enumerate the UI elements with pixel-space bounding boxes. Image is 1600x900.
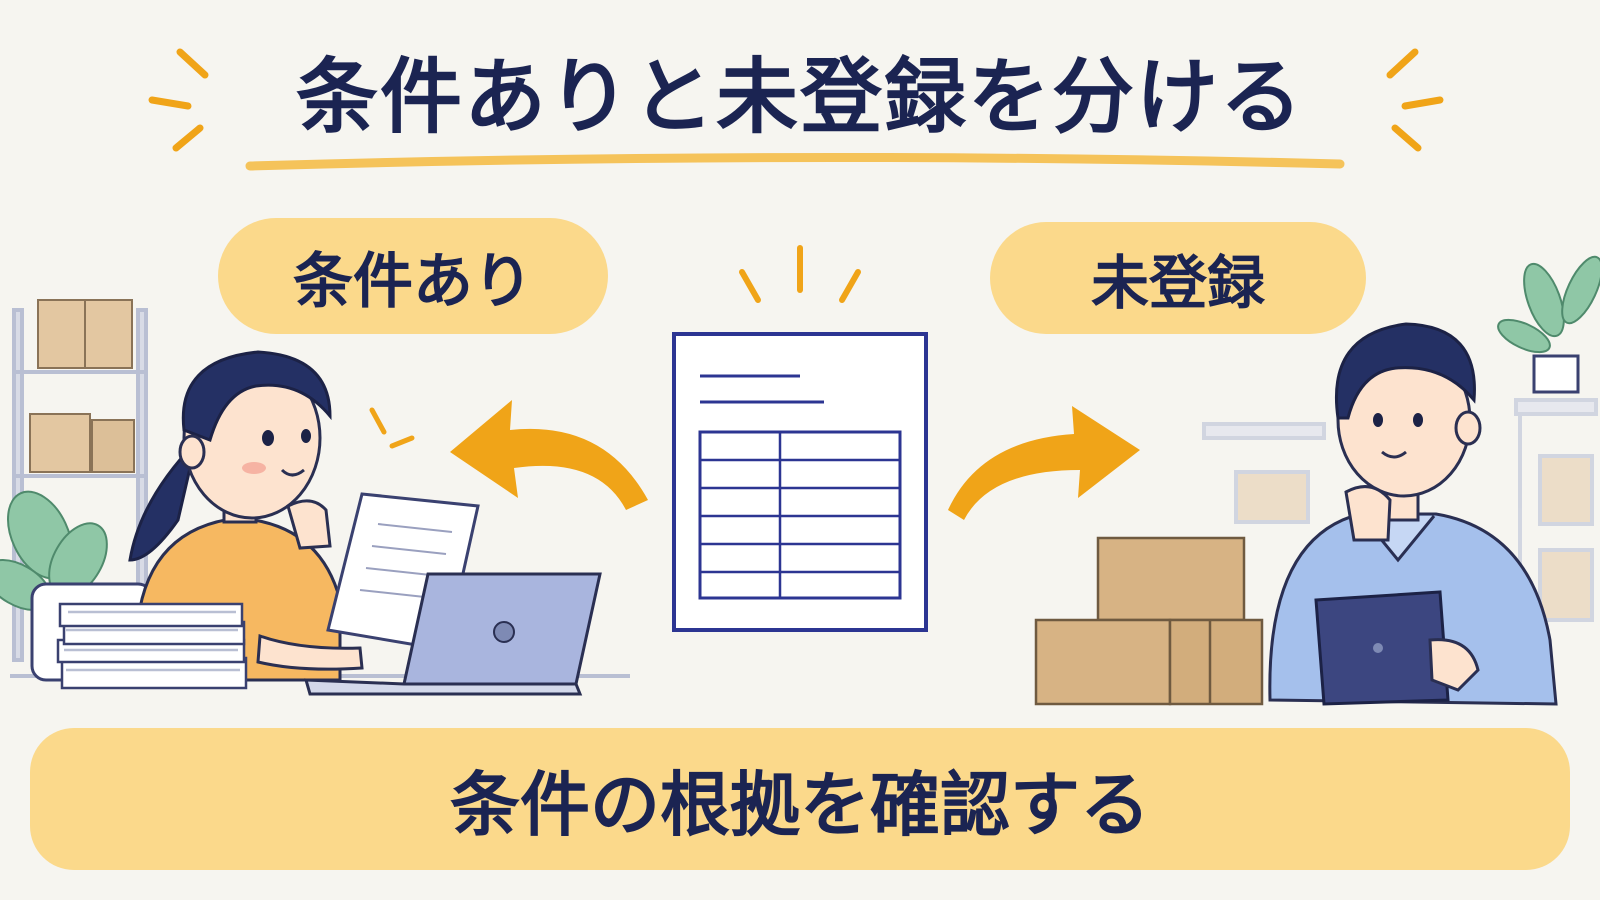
- sparkle-icon: [369, 407, 415, 449]
- label-unregistered-text: 未登録: [1090, 249, 1265, 317]
- laptop-icon: [303, 572, 602, 696]
- title-underline: [245, 152, 1345, 171]
- document-icon: [672, 332, 928, 632]
- cardboard-box: [1034, 536, 1264, 706]
- man-figure: [1268, 322, 1558, 706]
- label-with-conditions: 条件あり: [218, 218, 608, 334]
- cardboard-box: [29, 299, 135, 473]
- page-title: 条件ありと未登録を分ける: [295, 50, 1304, 145]
- plant-icon: [1497, 255, 1600, 394]
- bottom-banner: 条件の根拠を確認する: [30, 728, 1570, 870]
- label-with-conditions-text: 条件あり: [293, 246, 533, 317]
- sparkle-icon: [148, 48, 209, 152]
- bottom-banner-text: 条件の根拠を確認する: [450, 763, 1150, 846]
- plant-icon: [0, 490, 108, 611]
- paper-stack: [56, 602, 248, 690]
- label-unregistered: 未登録: [990, 222, 1366, 334]
- arrow-left-icon: [450, 400, 648, 510]
- storage-shelf: [1202, 398, 1598, 622]
- sparkle-icon: [1386, 48, 1444, 152]
- sparkle-icon: [739, 245, 861, 303]
- arrow-right-icon: [948, 406, 1140, 520]
